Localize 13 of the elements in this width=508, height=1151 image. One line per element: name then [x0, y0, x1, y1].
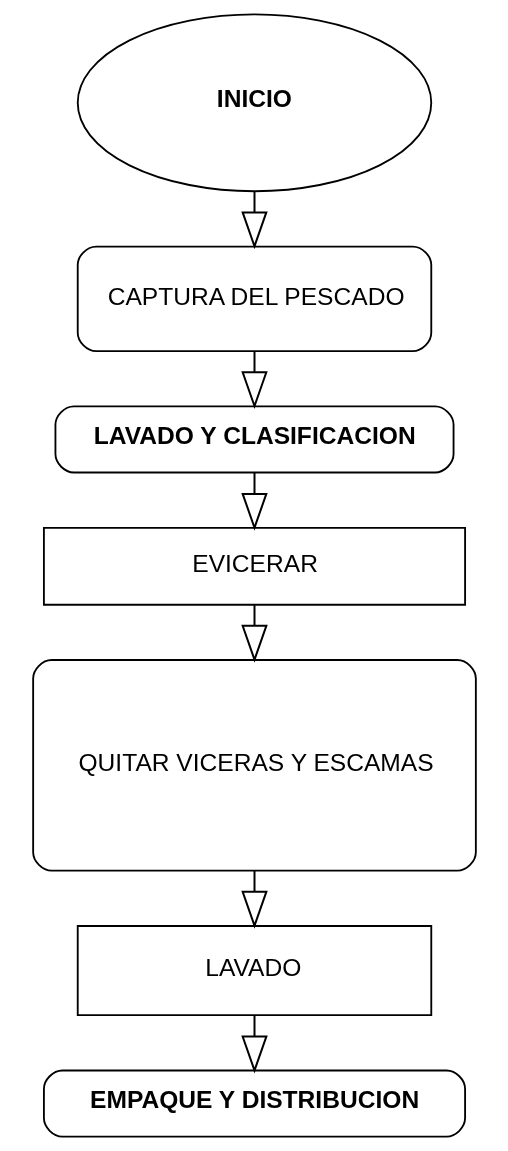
node-box: QUITAR VICERAS Y ESCAMAS	[31, 659, 477, 872]
node-box: EMPAQUE Y DISTRIBUCION	[42, 1069, 466, 1138]
arrow	[240, 1014, 268, 1074]
node-box: EVICERAR	[42, 526, 466, 606]
node-box: CAPTURA DEL PESCADO	[76, 245, 432, 352]
arrow	[240, 604, 268, 663]
node-ellipse: INICIO	[76, 13, 432, 193]
arrow	[240, 471, 268, 531]
arrow	[240, 350, 268, 410]
node-box: LAVADO	[76, 925, 432, 1017]
node-box: LAVADO Y CLASIFICACION	[54, 405, 454, 474]
arrow	[240, 869, 268, 929]
arrow	[240, 190, 268, 250]
